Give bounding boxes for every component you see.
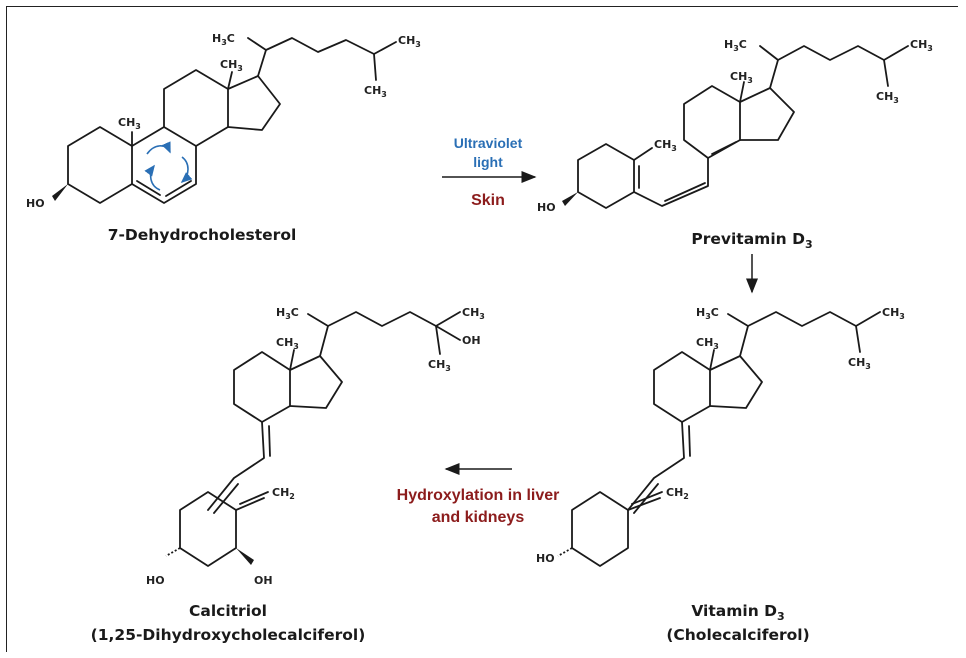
ho-group: HO	[537, 201, 556, 214]
compound-label-vitamin-d3: Vitamin D3	[691, 602, 784, 623]
ch3-group: CH3	[876, 90, 899, 105]
oh-group: OH	[254, 574, 273, 587]
ch2-group: CH2	[272, 486, 295, 501]
skin-condition-text: Skin	[471, 192, 505, 209]
dehydrocholesterol-structure: HO CH3 CH3 H3C CH3 CH3 7-Dehydrocholeste…	[26, 32, 421, 244]
compound-alt-name: (Cholecalciferol)	[666, 626, 809, 644]
h3c-group: H3C	[696, 306, 719, 321]
h3c-group: H3C	[724, 38, 747, 53]
calcitriol-structure: HO OH CH2 CH3 H3C CH3 OH CH3 Calcitriol …	[91, 306, 485, 644]
compound-label-calcitriol: Calcitriol	[189, 602, 267, 620]
h3c-group: H3C	[212, 32, 235, 47]
ho-group: HO	[536, 552, 555, 565]
ch3-group: CH3	[118, 116, 141, 131]
h3c-group: H3C	[276, 306, 299, 321]
ch3-group: CH3	[276, 336, 299, 351]
oh-group: OH	[462, 334, 481, 347]
hydroxylation-condition-text: and kidneys	[432, 509, 525, 526]
ch3-group: CH3	[428, 358, 451, 373]
ch3-group: CH3	[398, 34, 421, 49]
ho-group: HO	[26, 197, 45, 210]
compound-label-previtamin: Previtamin D3	[691, 230, 812, 251]
uv-reaction-arrow: Ultraviolet light Skin	[442, 135, 537, 209]
ch2-group: CH2	[666, 486, 689, 501]
ch3-group: CH3	[696, 336, 719, 351]
ch3-group: CH3	[910, 38, 933, 53]
diagram-frame	[6, 6, 958, 652]
ch3-group: CH3	[848, 356, 871, 371]
uv-condition-text: light	[473, 154, 503, 170]
hydroxylation-condition-text: Hydroxylation in liver	[397, 487, 560, 504]
ch3-group: CH3	[220, 58, 243, 73]
ch3-group: CH3	[730, 70, 753, 85]
compound-label-dehydrocholesterol: 7-Dehydrocholesterol	[108, 226, 297, 244]
ch3-group: CH3	[462, 306, 485, 321]
ch3-group: CH3	[364, 84, 387, 99]
hydroxylation-reaction-arrow: Hydroxylation in liver and kidneys	[397, 463, 560, 526]
ch3-group: CH3	[882, 306, 905, 321]
compound-alt-name: (1,25-Dihydroxycholecalciferol)	[91, 626, 366, 644]
ho-group: HO	[146, 574, 165, 587]
uv-condition-text: Ultraviolet	[454, 135, 523, 151]
vitamin-d3-structure: HO CH2 CH3 H3C CH3 CH3 Vitamin D3 (Chole…	[536, 306, 905, 644]
ch3-group: CH3	[654, 138, 677, 153]
previtamin-d3-structure: HO CH3 CH3 H3C CH3 CH3 Previtamin D3	[537, 38, 933, 251]
